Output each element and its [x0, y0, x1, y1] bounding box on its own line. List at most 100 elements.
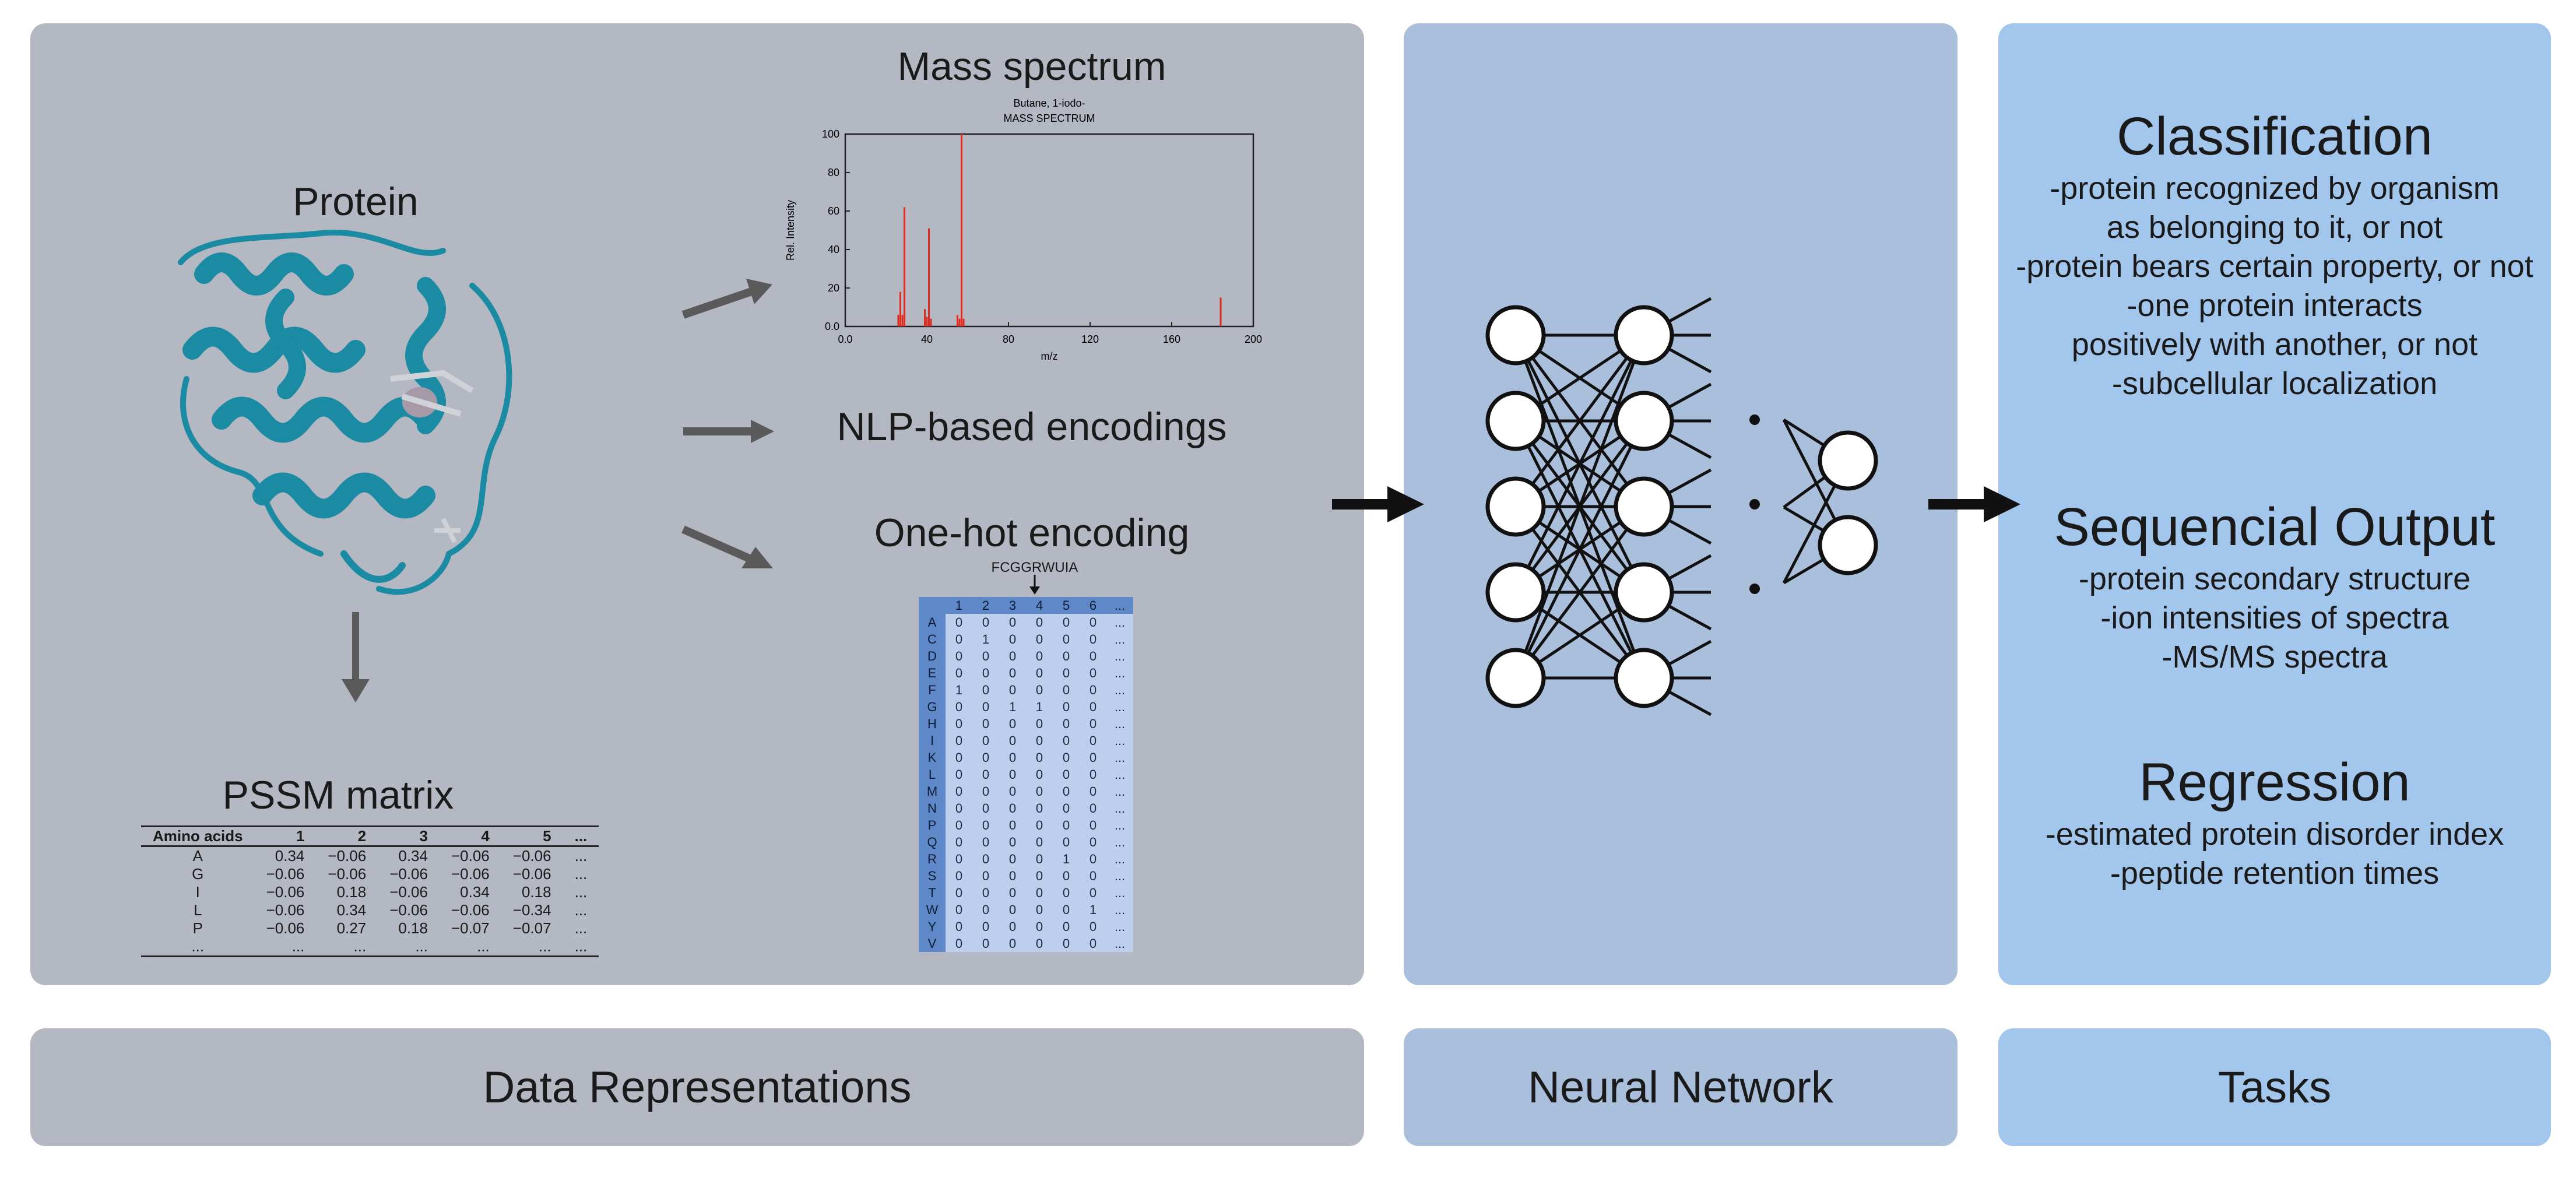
nn-node	[1818, 515, 1878, 575]
onehot-cell: 0	[946, 783, 972, 800]
pssm-cell: −0.06	[389, 901, 428, 919]
onehot-cell: 0	[1026, 884, 1053, 901]
nn-edge	[1514, 335, 1646, 679]
pssm-cell: 0.34	[398, 847, 428, 865]
onehot-cell: 0	[1026, 901, 1053, 918]
onehot-cell: 0	[1080, 800, 1106, 817]
onehot-column-header: 4	[1026, 597, 1053, 614]
onehot-cell: 0	[972, 732, 999, 749]
onehot-cell: 0	[946, 749, 972, 766]
onehot-title: One-hot encoding	[874, 511, 1190, 555]
onehot-cell: 0	[972, 901, 999, 918]
onehot-row-header: C	[919, 631, 946, 648]
onehot-cell: 0	[1080, 665, 1106, 681]
classification-line: -subcellular localization	[2111, 366, 2438, 401]
onehot-cell: ...	[1106, 698, 1133, 715]
onehot-cell: 0	[999, 766, 1026, 783]
pssm-cell: 0.27	[336, 919, 367, 937]
ms-xtick-label: 80	[1003, 333, 1014, 345]
onehot-cell: 0	[999, 614, 1026, 631]
onehot-cell: ...	[1106, 884, 1133, 901]
onehot-cell: 0	[1053, 749, 1080, 766]
onehot-cell: 0	[946, 631, 972, 648]
onehot-row-header: G	[919, 698, 946, 715]
onehot-row-header: D	[919, 648, 946, 665]
pssm-cell: ...	[574, 919, 588, 937]
onehot-cell: 0	[1080, 715, 1106, 732]
onehot-cell: ...	[1106, 867, 1133, 884]
pssm-cell: −0.06	[266, 865, 305, 883]
onehot-column-header: ...	[1106, 597, 1133, 614]
nn-node	[1485, 476, 1546, 537]
onehot-cell: 0	[999, 749, 1026, 766]
pssm-cell: 0.18	[336, 883, 367, 901]
onehot-cell: 0	[1080, 884, 1106, 901]
onehot-cell: 0	[1053, 867, 1080, 884]
onehot-cell: 0	[1026, 783, 1053, 800]
onehot-sequence-arrow	[1029, 575, 1040, 595]
onehot-cell: ...	[1106, 648, 1133, 665]
onehot-cell: 0	[972, 834, 999, 851]
onehot-cell: 0	[972, 817, 999, 834]
onehot-column-header: 6	[1080, 597, 1106, 614]
classification-line: -protein recognized by organism	[2050, 171, 2500, 206]
onehot-cell: 0	[1080, 681, 1106, 698]
pssm-column-header: ...	[563, 826, 599, 847]
onehot-cell: 0	[972, 766, 999, 783]
onehot-cell: 0	[1026, 817, 1053, 834]
pssm-cell: ...	[291, 937, 305, 955]
pssm-cell: −0.06	[266, 919, 305, 937]
pssm-cell: −0.06	[451, 865, 490, 883]
onehot-row-header: A	[919, 614, 946, 631]
ms-ytick-label: 40	[828, 244, 839, 255]
pssm-cell: 0.18	[521, 883, 551, 901]
footer-nn-label: Neural Network	[1528, 1062, 1833, 1112]
onehot-cell: 0	[972, 681, 999, 698]
onehot-cell: 0	[1053, 648, 1080, 665]
onehot-cell: 0	[1026, 834, 1053, 851]
onehot-cell: 0	[1080, 648, 1106, 665]
onehot-cell: 1	[946, 681, 972, 698]
onehot-row-header: T	[919, 884, 946, 901]
onehot-cell: 0	[1080, 834, 1106, 851]
onehot-cell: 0	[972, 715, 999, 732]
onehot-cell: 0	[1053, 766, 1080, 783]
pssm-cell: ...	[574, 865, 588, 883]
sequential-output-line: -MS/MS spectra	[2162, 640, 2388, 674]
footer-neural-network: Neural Network	[1404, 1028, 1958, 1146]
classification-title: Classification	[2117, 107, 2433, 166]
arrow-to-onehot	[681, 525, 773, 568]
tasks-panel	[1998, 23, 2551, 985]
onehot-cell: 0	[972, 749, 999, 766]
pssm-cell: ...	[574, 901, 588, 919]
onehot-cell: 0	[1026, 749, 1053, 766]
onehot-row-header: W	[919, 901, 946, 918]
classification-line: -protein bears certain property, or not	[2016, 249, 2533, 284]
onehot-cell: 0	[1080, 631, 1106, 648]
ms-xtick-label: 120	[1081, 333, 1099, 345]
sequential-output-line: -protein secondary structure	[2078, 561, 2471, 596]
regression-title: Regression	[2139, 753, 2410, 812]
onehot-cell: 0	[1026, 918, 1053, 935]
onehot-cell: 0	[999, 834, 1026, 851]
pssm-amino-acid: L	[194, 901, 202, 919]
onehot-cell: 0	[972, 851, 999, 867]
nn-edge	[1514, 334, 1646, 593]
arrow-to-nlp	[683, 420, 774, 443]
onehot-cell: 0	[999, 715, 1026, 732]
onehot-cell: 0	[999, 851, 1026, 867]
protein-title: Protein	[293, 180, 419, 224]
onehot-row-header: M	[919, 783, 946, 800]
ms-xtick-label: 0.0	[838, 333, 852, 345]
onehot-cell: 0	[999, 817, 1026, 834]
onehot-cell: 0	[946, 698, 972, 715]
ms-ytick-label: 0.0	[825, 321, 839, 332]
